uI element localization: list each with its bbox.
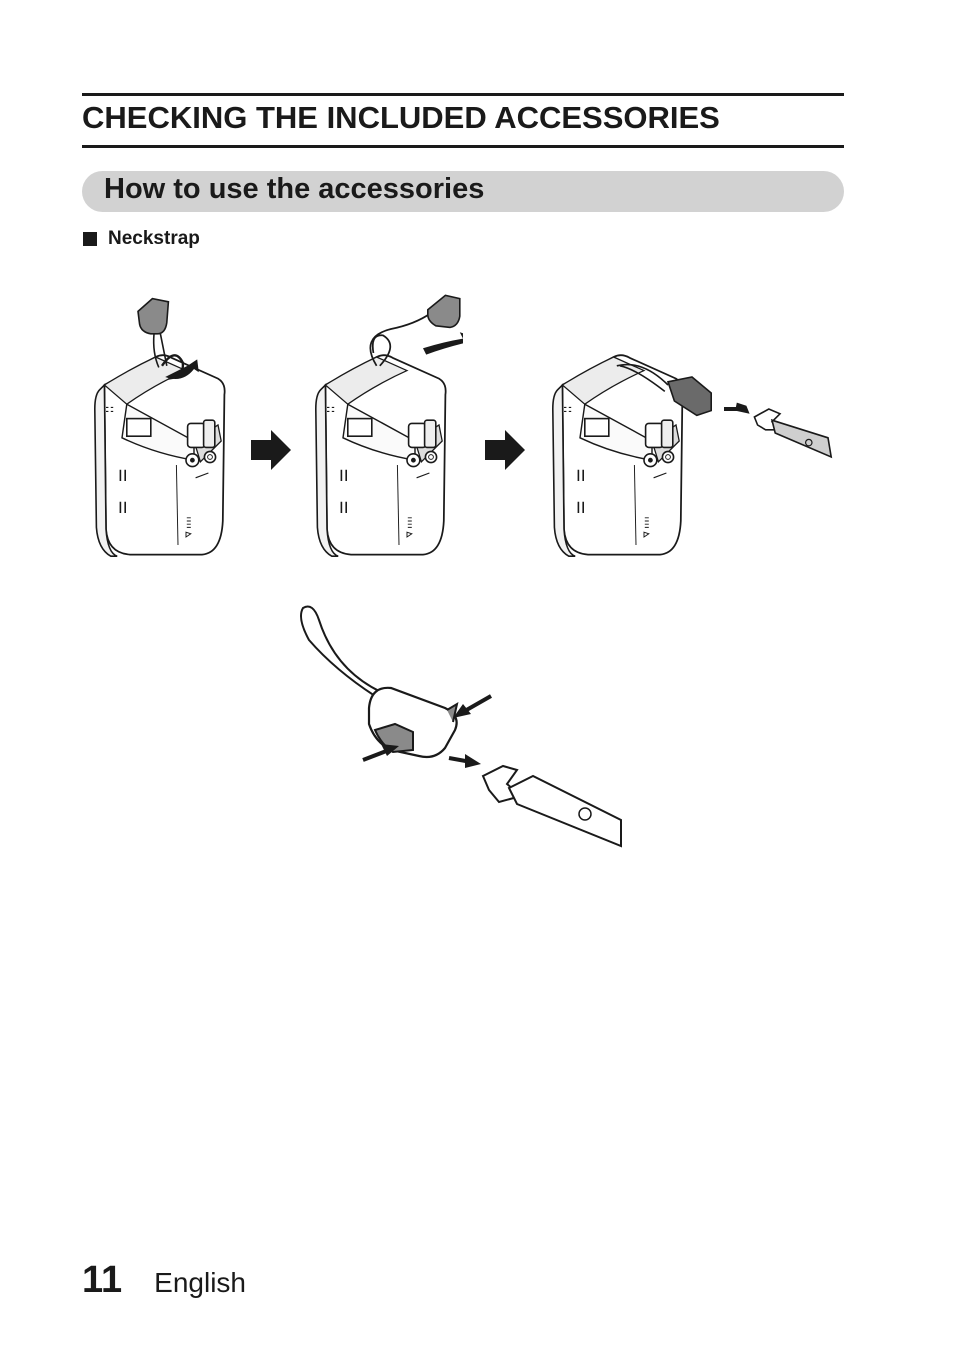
section-title: CHECKING THE INCLUDED ACCESSORIES	[82, 100, 720, 135]
square-bullet-icon	[83, 232, 97, 246]
step-1-illustration	[93, 297, 226, 558]
item-label: Neckstrap	[108, 228, 200, 249]
page-footer: 11 English	[82, 1259, 246, 1302]
subsection-title: How to use the accessories	[104, 173, 485, 205]
buckle-release-illustration	[300, 605, 622, 848]
subsection-bar	[82, 171, 844, 212]
item-heading: Neckstrap	[83, 228, 200, 250]
step-2-illustration	[314, 294, 463, 558]
step-arrow-2-icon	[485, 430, 525, 470]
language-label: English	[154, 1267, 247, 1298]
header-rule-bottom	[82, 145, 844, 148]
header-rule-top	[82, 93, 844, 96]
page-number: 11	[82, 1259, 123, 1301]
step-arrow-1-icon	[251, 430, 291, 470]
step-3-illustration	[551, 354, 833, 558]
